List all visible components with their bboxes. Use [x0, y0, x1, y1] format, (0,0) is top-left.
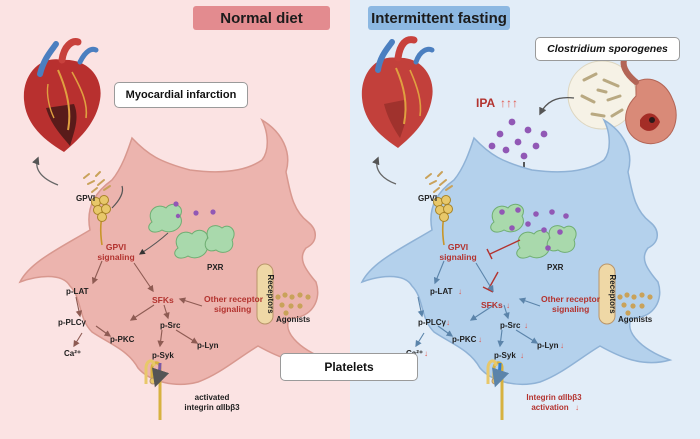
ipa-molecules-right-cell — [499, 207, 569, 251]
label-ca-left: Ca²⁺ — [64, 349, 81, 358]
platelet-body-right — [360, 118, 673, 386]
gpvi-receptor-left — [91, 195, 111, 246]
down-plat-right: ↓ — [458, 287, 462, 296]
label-gpvi-signaling-left-1: GPVI — [106, 242, 126, 252]
gpvi-fiber-arrow-left — [111, 185, 124, 209]
label-agonists-left: Agonists — [276, 315, 311, 324]
heart-arrow-left — [32, 156, 59, 186]
label-psrc-left: p-Src — [160, 321, 181, 330]
down-integrin-right: ↓ — [575, 403, 579, 412]
label-gpvi-right: GPVI — [418, 194, 437, 203]
ipa-molecules-left — [173, 201, 216, 219]
label-pplcg-left: p-PLCγ — [58, 318, 87, 327]
label-gpvi-signaling-right-1: GPVI — [448, 242, 468, 252]
down-psrc-right: ↓ — [524, 321, 528, 330]
integrin-activation-arrow-left — [152, 362, 170, 388]
label-psyk-left: p-Syk — [152, 351, 174, 360]
label-agonists-right: Agonists — [618, 315, 653, 324]
bacteria-icon — [567, 60, 637, 130]
label-ipa-arrows: ↑↑↑ — [500, 96, 518, 110]
pxr-protein-left — [148, 203, 235, 259]
label-sfks-left: SFKs — [152, 295, 174, 305]
label-integrin-left-2: integrin αIIbβ3 — [184, 403, 240, 412]
label-pplcg-right: p-PLCγ — [418, 318, 447, 327]
receptors-bar-left — [256, 263, 274, 325]
label-gpvi-signaling-right-2: signaling — [439, 252, 476, 262]
down-psyk-right: ↓ — [520, 351, 524, 360]
platelet-body-left — [18, 118, 331, 386]
down-sfks-right: ↓ — [506, 301, 510, 310]
label-clostridium-sporogenes: Clostridium sporogenes — [535, 37, 680, 61]
signaling-arrows-right — [415, 260, 541, 348]
heart-arrow-right — [372, 156, 397, 185]
label-myocardial-infarction: Myocardial infarction — [114, 82, 248, 108]
intestine-icon — [620, 53, 677, 145]
down-plyn-right: ↓ — [560, 341, 564, 350]
signaling-arrows-left — [73, 260, 203, 348]
down-ca-right: ↓ — [424, 349, 428, 358]
down-ppkc-right: ↓ — [478, 335, 482, 344]
header-intermittent-fasting: Intermittent fasting — [368, 6, 510, 30]
receptors-bar-right — [598, 263, 616, 325]
pxr-protein-right — [490, 203, 577, 259]
label-ppkc-right: p-PKC — [452, 335, 477, 344]
collagen-fibers-left — [83, 171, 111, 193]
label-receptors-left: Receptors — [266, 274, 275, 314]
agonist-dots-left — [275, 292, 311, 316]
label-psrc-right: p-Src — [500, 321, 521, 330]
integrin-activation-arrow-right — [492, 362, 510, 388]
label-integrin-right-1: Integrin αIIbβ3 — [526, 393, 582, 402]
ipa-molecules-cluster — [488, 118, 548, 160]
gpvi-receptor-right — [433, 195, 453, 246]
label-gpvi-left: GPVI — [76, 194, 95, 203]
label-other-receptor-right-1: Other receptor — [541, 294, 601, 304]
agonist-dots-right — [617, 292, 653, 316]
label-receptors-right: Receptors — [608, 274, 617, 314]
pxr-to-gpvi-arrow-left — [139, 232, 169, 255]
label-other-receptor-left-1: Other receptor — [204, 294, 264, 304]
heart-icon-right — [361, 36, 435, 148]
down-pplcg-right: ↓ — [446, 318, 450, 327]
header-normal-diet: Normal diet — [193, 6, 330, 30]
label-other-receptor-right-2: signaling — [552, 304, 589, 314]
label-plat-right: p-LAT — [430, 287, 453, 296]
label-integrin-left-1: activated — [195, 393, 230, 402]
label-pxr-left: PXR — [207, 263, 224, 272]
label-sfks-right: SFKs — [481, 300, 503, 310]
label-ppkc-left: p-PKC — [110, 335, 135, 344]
label-platelets: Platelets — [280, 353, 418, 381]
label-psyk-right: p-Syk — [494, 351, 516, 360]
label-plyn-right: p-Lyn — [537, 341, 559, 350]
bacteria-to-ipa-arrow — [539, 96, 575, 116]
label-pxr-right: PXR — [547, 263, 564, 272]
collagen-fibers-right — [425, 171, 453, 193]
label-plyn-left: p-Lyn — [197, 341, 219, 350]
label-gpvi-signaling-left-2: signaling — [97, 252, 134, 262]
heart-icon-left — [23, 38, 101, 152]
label-ipa: IPA — [476, 96, 495, 110]
label-plat-left: p-LAT — [66, 287, 89, 296]
label-integrin-right-2: activation — [531, 403, 568, 412]
label-other-receptor-left-2: signaling — [214, 304, 251, 314]
